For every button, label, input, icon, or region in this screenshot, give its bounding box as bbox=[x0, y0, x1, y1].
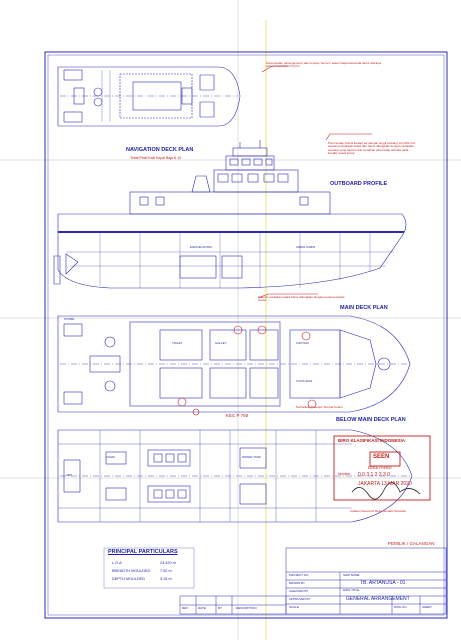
drawing-title: GENERAL ARRANGEMENT bbox=[346, 596, 410, 602]
water-tank-label: WATER TANK bbox=[242, 455, 262, 459]
particulars-depth-label: DEPTH MOULDED bbox=[112, 577, 145, 581]
particulars-loa-value: 23,420 m bbox=[160, 561, 176, 565]
particulars-frame bbox=[103, 547, 195, 589]
main-deck-title: MAIN DECK PLAN bbox=[340, 305, 388, 311]
red-ink-marks bbox=[177, 65, 372, 416]
particulars-heading: PRINCIPAL PARTICULARS bbox=[108, 549, 178, 555]
particulars-breadth-label: BREADTH MOULDED bbox=[112, 569, 151, 573]
drawing-title-label: DWG TITLE bbox=[343, 588, 360, 592]
approved-by-label: APPROVED BY bbox=[289, 597, 311, 601]
signature bbox=[351, 482, 421, 500]
sheet-label: SHEET bbox=[422, 605, 433, 609]
cook-label: COOK ENG bbox=[296, 379, 313, 383]
abs-label: ABS bbox=[66, 473, 73, 477]
main-deck-plan bbox=[57, 315, 411, 413]
title-block bbox=[179, 547, 447, 615]
red-note-mid: Saluran peralatan udara harus dilengkapi… bbox=[258, 295, 345, 303]
particulars-depth-value: 3,15 m bbox=[160, 577, 172, 581]
drawing-border bbox=[44, 51, 448, 619]
scale-label: SCALE bbox=[289, 605, 299, 609]
checked-by-label: CHECKED BY bbox=[289, 589, 309, 593]
rev-col-date: DATE bbox=[198, 606, 206, 610]
stamp-number-label: Number bbox=[338, 472, 351, 476]
below-deck-title: BELOW MAIN DECK PLAN bbox=[336, 417, 406, 423]
captain-label: CAPTAIN bbox=[296, 341, 309, 345]
ship-name-label: SHIP NAME bbox=[343, 573, 360, 577]
rev-col-rev: REV bbox=[182, 606, 189, 610]
below-main-deck-plan bbox=[57, 429, 413, 523]
owner-label: PEMILIK / GALANGAN bbox=[388, 541, 435, 546]
rev-col-description: DESCRIPTION bbox=[236, 606, 257, 610]
stamp-number: 0 0 3 1 2 3 3 0 bbox=[358, 472, 390, 478]
particulars-breadth-value: 7,00 m bbox=[160, 569, 172, 573]
red-note-bottom: Catatan Sesuai KI Rekomendasi Tertanda bbox=[350, 509, 406, 513]
ship-name: TB. ARTANUSA - 01 bbox=[360, 580, 406, 586]
foam-label: FOAM bbox=[106, 455, 115, 459]
dwg-no-label: DWG NO. bbox=[394, 605, 408, 609]
rev-col-by: BY bbox=[218, 606, 223, 610]
stamp-bki: BIRO KLASIFIKASI INDONESIA bbox=[338, 438, 406, 443]
drawn-by-label: DRAWN BY bbox=[289, 581, 306, 585]
engine-room-label: ENGINE ROOM bbox=[190, 245, 212, 249]
outboard-profile bbox=[53, 140, 407, 289]
project-label: PROJECT NO. bbox=[289, 573, 310, 577]
stamp-seen: SEEN bbox=[373, 454, 390, 460]
red-note-top: Penempatan (arrangement) dari tempat / l… bbox=[266, 61, 382, 69]
red-note-below: Perhatikan Disetujui Tempat Kolam bbox=[296, 405, 343, 409]
particulars-loa-label: L.O.A bbox=[112, 561, 122, 565]
stamp-date: JAKARTA 13 MAR 2020 bbox=[358, 481, 412, 487]
small-stamp: KEC P 768 bbox=[226, 413, 249, 418]
store-label: STORE bbox=[64, 317, 75, 321]
class-stamp-frame bbox=[333, 435, 431, 501]
red-note-right: Pintu kedap (harus kedap) air dengan tin… bbox=[328, 141, 416, 156]
nav-deck-title: NAVIGATION DECK PLAN bbox=[126, 147, 194, 153]
outboard-title: OUTBOARD PROFILE bbox=[330, 181, 388, 187]
stamp-diketahui: DIKETAHUI bbox=[368, 465, 392, 470]
toilet-label: TOILET bbox=[172, 341, 183, 345]
galley-label: GALLEY bbox=[215, 341, 227, 345]
crew-cabin-label: CREW CABIN bbox=[296, 245, 316, 249]
navigation-deck-plan bbox=[57, 66, 241, 127]
nav-deck-subtitle: Tebal Pelat Kaki Kepal Baja & 10 bbox=[130, 156, 182, 160]
